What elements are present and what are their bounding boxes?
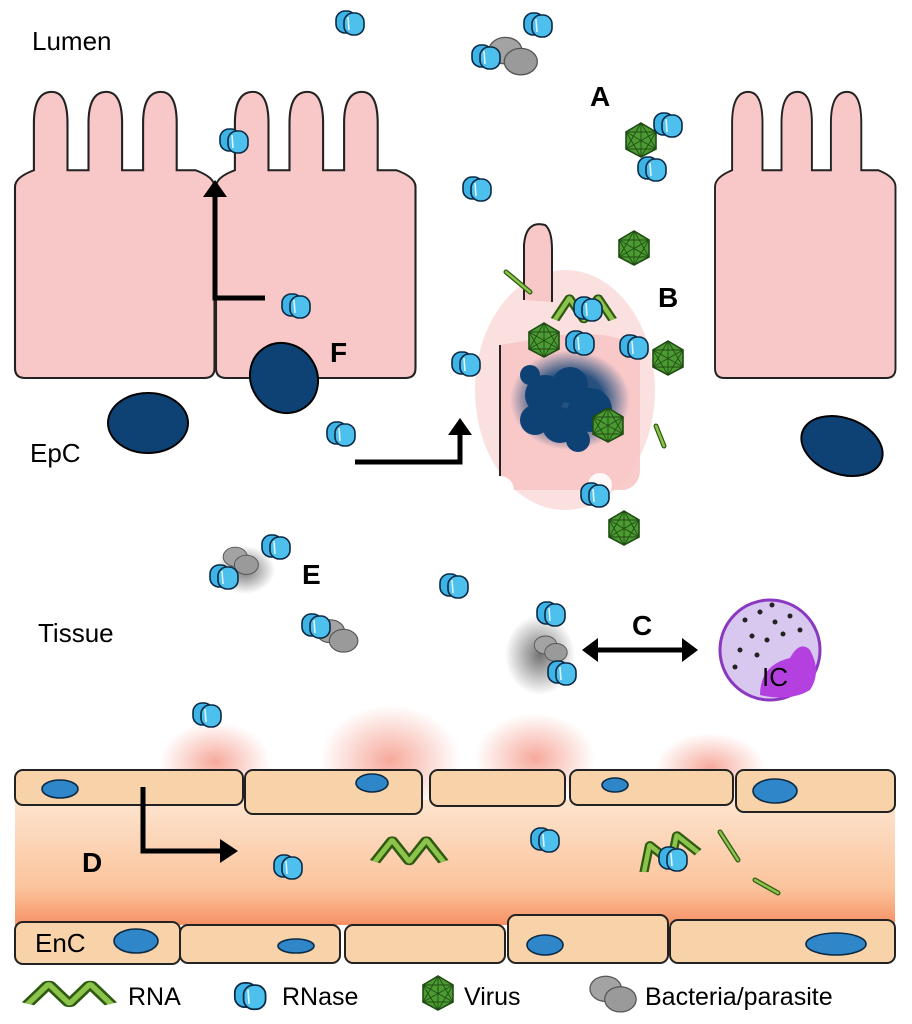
endothelium-top [14, 769, 896, 815]
rnase-icon [637, 156, 667, 182]
rnase-icon [547, 660, 577, 686]
rnase-icon [462, 176, 492, 202]
arrow-icon [203, 180, 698, 863]
tissue-label: Tissue [38, 618, 114, 648]
rnase-icon [658, 846, 688, 872]
panel-label-f: F [330, 337, 347, 368]
rnase-icon [192, 702, 222, 728]
panel-label-e: E [302, 559, 321, 590]
virus-icon [618, 230, 650, 266]
rnase-icon [326, 421, 356, 447]
virus-icon [608, 510, 640, 546]
panel-label-c: C [632, 610, 652, 641]
panel-label-a: A [590, 81, 610, 112]
rnase-icon [209, 564, 239, 590]
legend-bacteria: Bacteria/parasite [645, 983, 833, 1011]
rnase-icon [471, 44, 501, 70]
legend-virus: Virus [464, 983, 521, 1011]
epc-nucleus [800, 415, 884, 477]
legend-rnase: RNase [282, 983, 358, 1011]
rnase-icon [523, 12, 553, 38]
rnase-icon [451, 351, 481, 377]
rnase-icon [653, 112, 683, 138]
rnase-icon [530, 827, 560, 853]
rnase-icon [301, 613, 331, 639]
epc-nucleus [107, 392, 189, 454]
endothelial-nuclei [41, 773, 867, 956]
ic-label: IC [762, 662, 788, 692]
rnase-icon [580, 482, 610, 508]
virus-icon [422, 975, 454, 1011]
rnase-icon [273, 854, 303, 880]
legend-rna: RNA [128, 983, 181, 1011]
rnase-icon [536, 601, 566, 627]
panel-label-b: B [658, 282, 678, 313]
immune-cell [718, 598, 822, 702]
arrow-icon [140, 195, 683, 854]
rna-icon [28, 984, 111, 1004]
enc-label: EnC [35, 928, 86, 958]
bacteria-icon [589, 975, 637, 1013]
rnase-icon [219, 128, 249, 154]
panel-label-d: D [82, 847, 102, 878]
rnase-icon [439, 573, 469, 599]
legend: RNA RNase Virus Bacteria/parasite [28, 975, 833, 1013]
rnase-icon [573, 296, 603, 322]
epc-label: EpC [30, 438, 81, 468]
rnase-icon [261, 534, 291, 560]
rnase-icon [233, 982, 267, 1011]
rnase-icon [619, 334, 649, 360]
virus-icon [625, 122, 657, 158]
epc-nucleus [248, 341, 320, 415]
rnase-icon [281, 293, 311, 319]
epithelium-right [714, 90, 897, 379]
lumen-label: Lumen [32, 26, 112, 56]
rnase-icon [565, 330, 595, 356]
infected-epithelial-cell [475, 223, 655, 510]
blood-vessel-lumen [15, 800, 895, 925]
rnase-icon [335, 10, 365, 36]
virus-icon [652, 340, 684, 376]
